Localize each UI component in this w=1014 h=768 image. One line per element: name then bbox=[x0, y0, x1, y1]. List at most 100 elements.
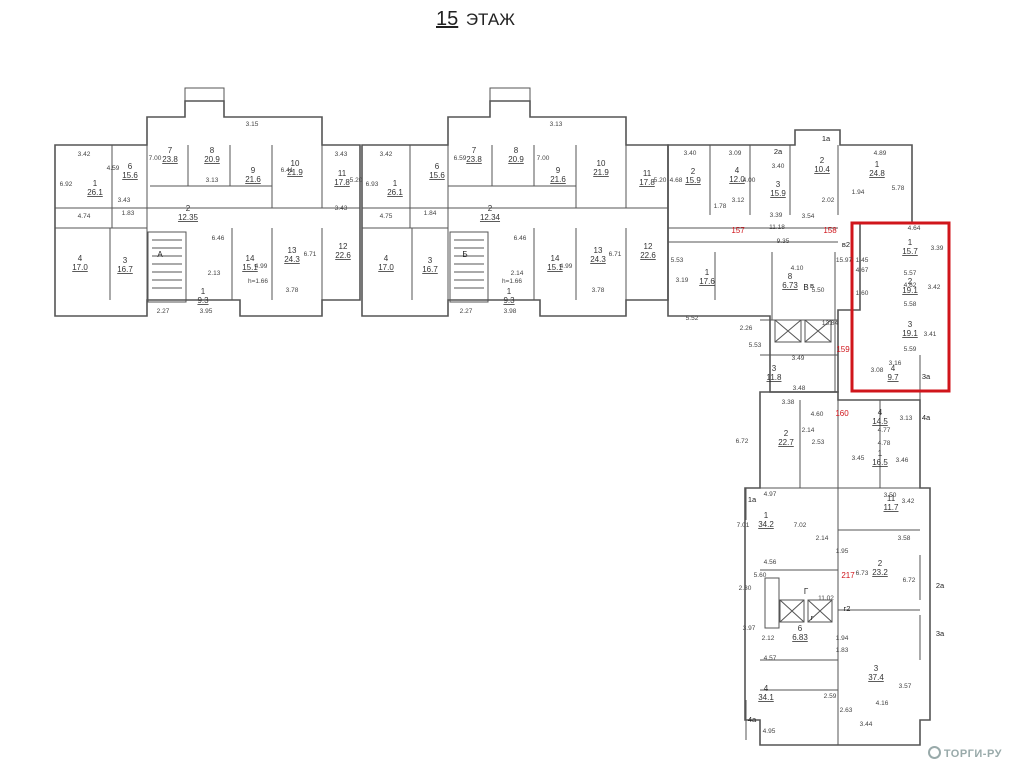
room-number: 4 bbox=[384, 254, 389, 263]
room-number: 4 bbox=[878, 408, 883, 417]
room-labels: 126.1212.35316.7417.0615.6723.8820.9921.… bbox=[72, 146, 918, 702]
room-area: 23.2 bbox=[872, 568, 888, 577]
dimension-label: 3.43 bbox=[118, 197, 131, 204]
room-area: 22.6 bbox=[640, 251, 656, 260]
room-area: 21.9 bbox=[287, 168, 303, 177]
room-number: 3 bbox=[908, 320, 913, 329]
unit-letter: 4а bbox=[922, 413, 931, 422]
room-area: 16.5 bbox=[872, 458, 888, 467]
dimension-label: 6.93 bbox=[366, 181, 379, 188]
dimension-label: h=1.66 bbox=[248, 278, 268, 285]
unit-letter: 2а bbox=[774, 147, 783, 156]
dimension-label: h=1.66 bbox=[502, 278, 522, 285]
dimension-label: 6.72 bbox=[736, 438, 749, 445]
room-area: 24.3 bbox=[590, 255, 606, 264]
room-number: 9 bbox=[556, 166, 561, 175]
unit-letter: 1а bbox=[822, 134, 831, 143]
section-letter: А bbox=[157, 250, 163, 259]
room-area: 34.1 bbox=[758, 693, 774, 702]
dimension-label: 3.39 bbox=[931, 245, 944, 252]
dimension-label: 3.38 bbox=[782, 399, 795, 406]
room-area: 12.0 bbox=[729, 175, 745, 184]
dimension-label: 4.77 bbox=[878, 427, 891, 434]
wing-se-partitions bbox=[760, 400, 920, 745]
unit-letter: 3а bbox=[922, 372, 931, 381]
dimension-label: 2.53 bbox=[812, 439, 825, 446]
dimension-label: 6.92 bbox=[60, 181, 73, 188]
room-area: 12.35 bbox=[178, 213, 199, 222]
dimension-label: 2.63 bbox=[840, 707, 853, 714]
unit-letter: 2а bbox=[936, 581, 945, 590]
apartment-number: 160 bbox=[835, 409, 849, 418]
room-area: 15.9 bbox=[685, 176, 701, 185]
dimension-label: 5.78 bbox=[892, 185, 905, 192]
dimension-label: 5.52 bbox=[686, 315, 699, 322]
dimension-label: 3.19 bbox=[676, 277, 689, 284]
room-area: 17.8 bbox=[639, 178, 655, 187]
dimension-label: 4.67 bbox=[856, 267, 869, 274]
dimension-label: 4.59 bbox=[107, 165, 120, 172]
apartment-number: 158 bbox=[823, 226, 837, 235]
room-area: 23.8 bbox=[162, 155, 178, 164]
room-number: 3 bbox=[123, 256, 128, 265]
room-area: 9.3 bbox=[197, 296, 209, 305]
room-number: 13 bbox=[594, 246, 603, 255]
dimension-label: 6.71 bbox=[304, 251, 317, 258]
dimension-label: 6.46 bbox=[514, 235, 527, 242]
dimension-label: 3.95 bbox=[200, 308, 213, 315]
room-area: 17.8 bbox=[334, 178, 350, 187]
dimension-label: 4.62 bbox=[904, 282, 917, 289]
dimension-label: 3.42 bbox=[902, 498, 915, 505]
room-area: 15.7 bbox=[902, 247, 918, 256]
room-number: 1 bbox=[875, 160, 880, 169]
room-number: 3 bbox=[874, 664, 879, 673]
room-number: 12 bbox=[339, 242, 348, 251]
room-area: 6.73 bbox=[782, 281, 798, 290]
dimension-label: 4.97 bbox=[764, 491, 777, 498]
dimension-label: 3.43 bbox=[335, 151, 348, 158]
room-area: 14.5 bbox=[872, 417, 888, 426]
room-number: 2 bbox=[186, 204, 191, 213]
dimension-label: 3.42 bbox=[928, 284, 941, 291]
wing-b-partitions bbox=[362, 145, 668, 300]
dimension-label: 3.43 bbox=[335, 205, 348, 212]
dimension-label: 6.59 bbox=[454, 155, 467, 162]
dimension-label: 3.54 bbox=[802, 213, 815, 220]
room-area: 10.4 bbox=[814, 165, 830, 174]
room-area: 26.1 bbox=[87, 188, 103, 197]
room-number: 1 bbox=[507, 287, 512, 296]
dimension-label: 3.49 bbox=[792, 355, 805, 362]
room-number: 6 bbox=[435, 162, 440, 171]
section-letter: Б bbox=[462, 250, 467, 259]
cores bbox=[147, 231, 833, 629]
room-number: 10 bbox=[291, 159, 300, 168]
dimension-label: 2.30 bbox=[739, 585, 752, 592]
room-number: 6 bbox=[128, 162, 133, 171]
dimension-label: 3.98 bbox=[504, 308, 517, 315]
room-number: 14 bbox=[246, 254, 255, 263]
dimension-label: 2.14 bbox=[511, 270, 524, 277]
unit-letter: 1а bbox=[748, 495, 757, 504]
room-area: 23.8 bbox=[466, 155, 482, 164]
apartment-number: 217 bbox=[841, 571, 855, 580]
room-number: 9 bbox=[251, 166, 256, 175]
dimension-label: 4.99 bbox=[560, 263, 573, 270]
room-area: 34.2 bbox=[758, 520, 774, 529]
dimension-label: 6.72 bbox=[903, 577, 916, 584]
room-area: 15.6 bbox=[429, 171, 445, 180]
section-letter: В bbox=[803, 283, 808, 292]
room-number: 7 bbox=[472, 146, 477, 155]
dimension-label: 4.10 bbox=[791, 265, 804, 272]
dimension-label: 4.60 bbox=[811, 411, 824, 418]
room-area: 22.7 bbox=[778, 438, 794, 447]
room-number: 4 bbox=[891, 364, 896, 373]
dimension-label: 6.71 bbox=[609, 251, 622, 258]
room-number: 12 bbox=[644, 242, 653, 251]
room-area: 24.3 bbox=[284, 255, 300, 264]
dimension-label: 7.01 bbox=[737, 522, 750, 529]
room-area: 17.6 bbox=[699, 277, 715, 286]
dimension-label: 4.64 bbox=[908, 225, 921, 232]
room-area: 20.9 bbox=[508, 155, 524, 164]
room-number: 1 bbox=[705, 268, 710, 277]
